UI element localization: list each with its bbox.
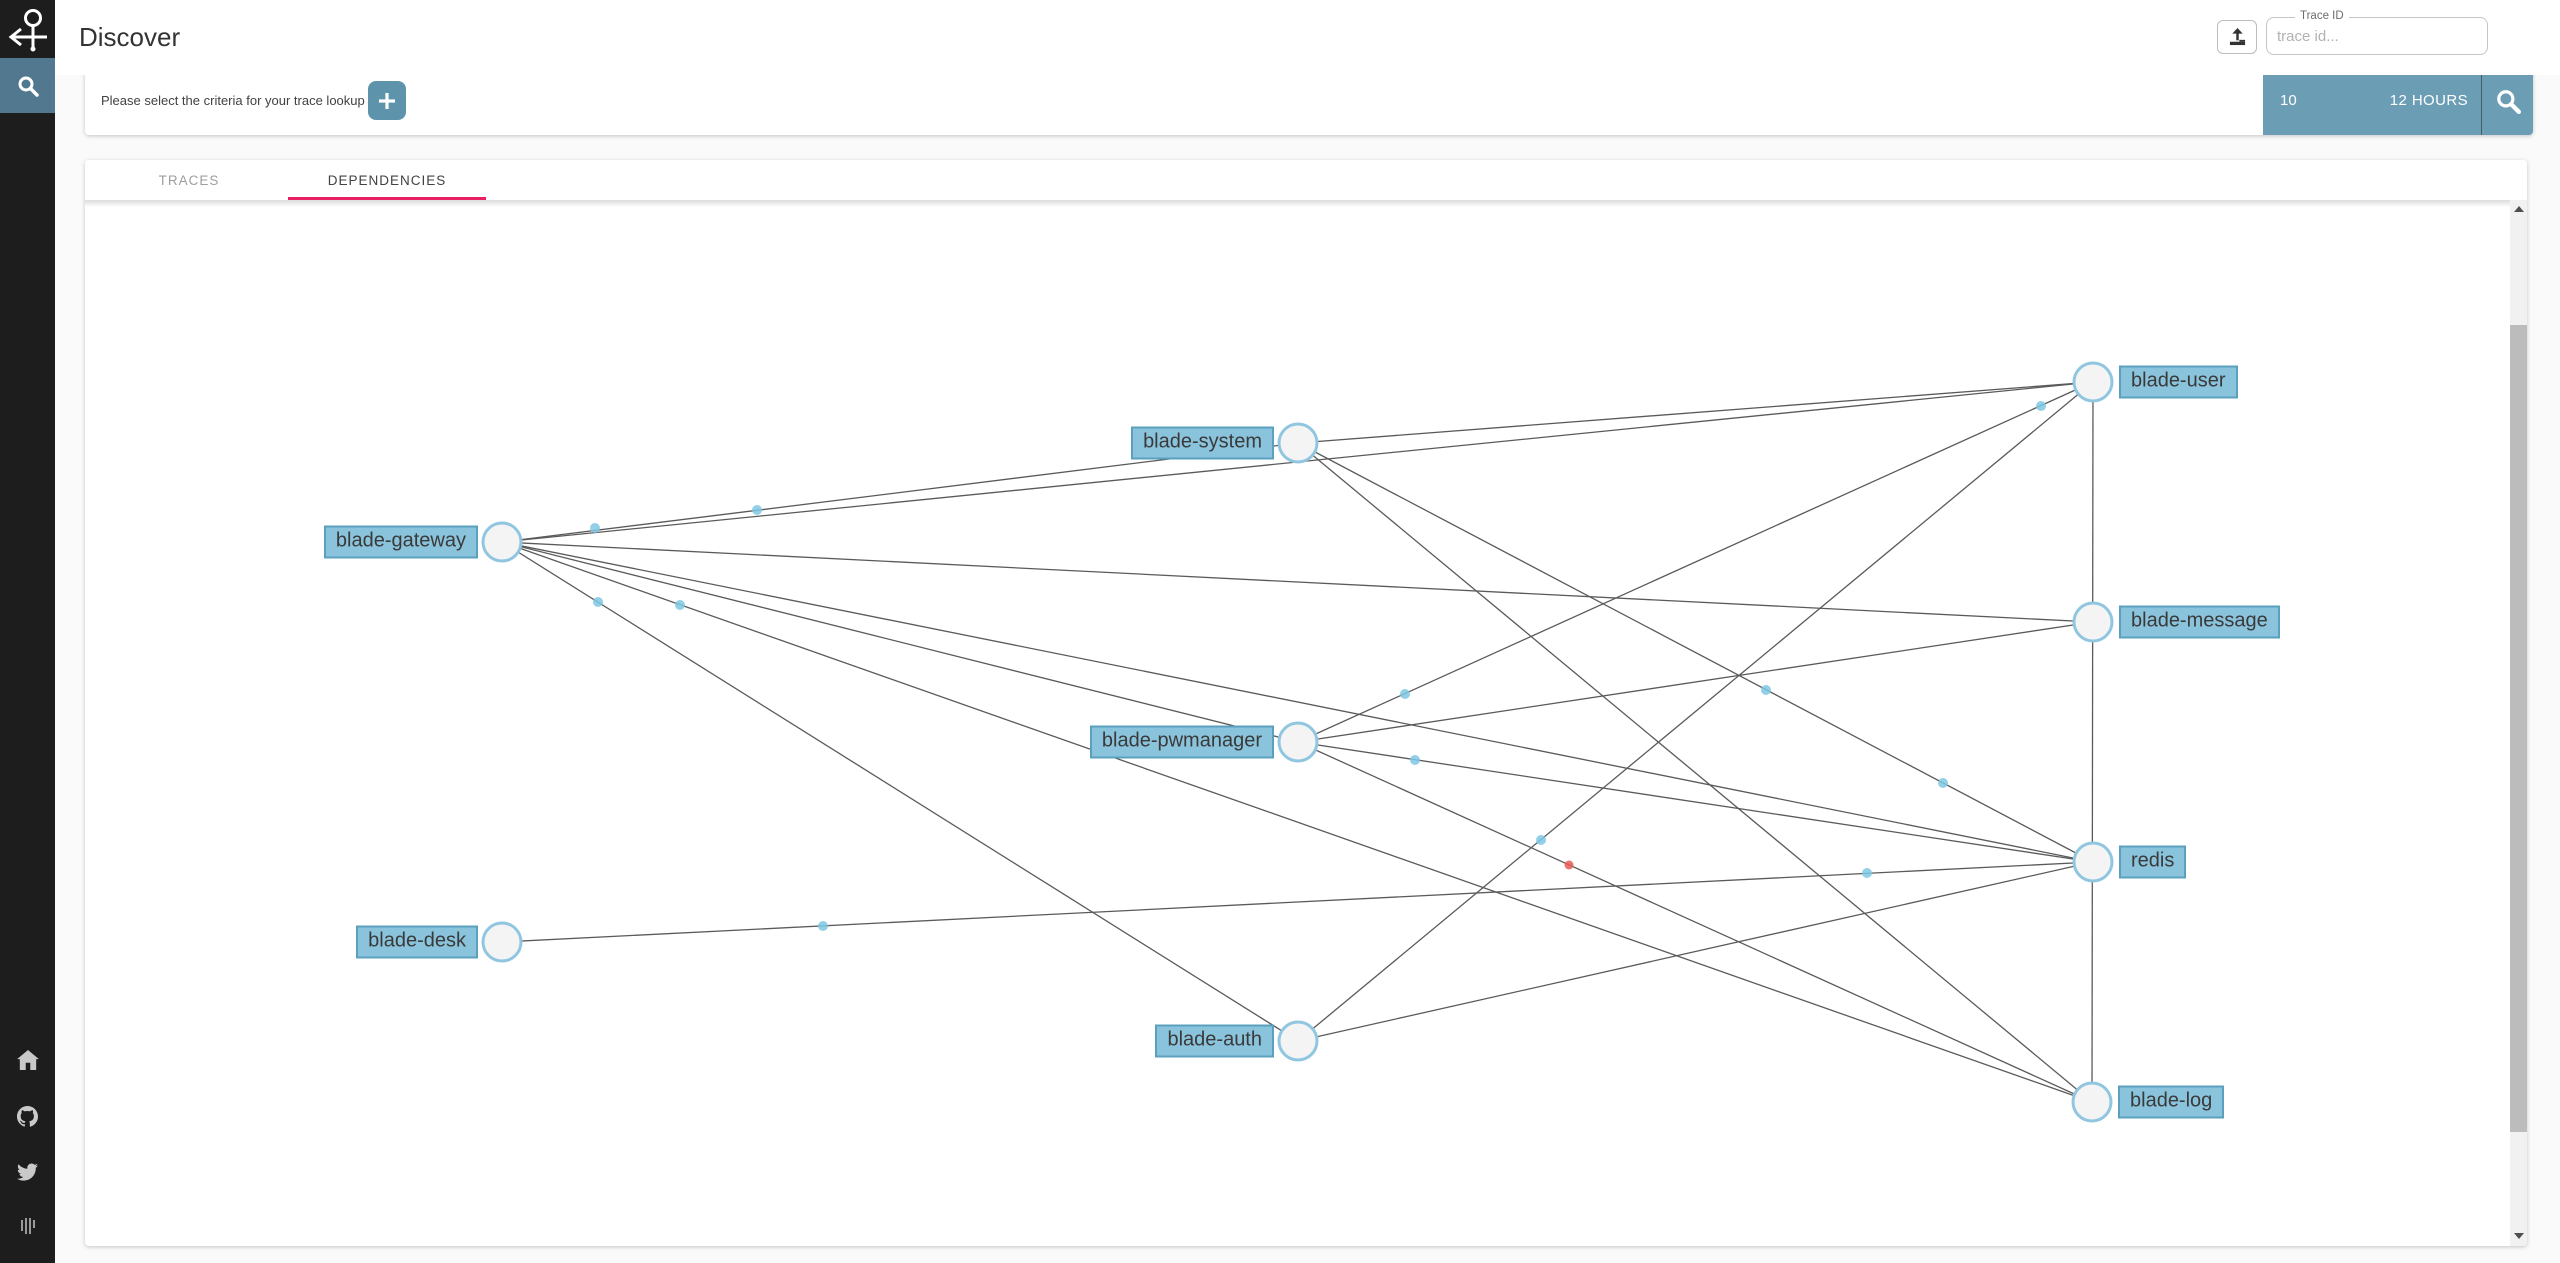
traffic-particle-blue (752, 505, 762, 515)
edge-auth-redis (1297, 861, 2094, 1042)
vertical-scrollbar[interactable] (2510, 200, 2527, 1246)
edge-gateway-auth (501, 541, 1299, 1042)
sidebar-item-search[interactable] (0, 58, 55, 113)
node-label-system[interactable]: blade-system (1131, 426, 1274, 460)
header-actions: Trace ID (2217, 10, 2488, 55)
result-limit[interactable]: 10 (2280, 92, 2297, 109)
traffic-particle-blue (1761, 685, 1771, 695)
node-label-redis[interactable]: redis (2119, 845, 2187, 879)
edge-gateway-system (501, 442, 1299, 543)
traffic-particle-blue (1938, 778, 1948, 788)
scrollbar-thumb[interactable] (2510, 325, 2527, 1132)
node-label-message[interactable]: blade-message (2119, 605, 2280, 639)
dependency-graph: blade-gateway blade-desk blade-system blade… (85, 200, 2527, 1246)
add-criteria-button[interactable] (367, 81, 406, 120)
edge-pwmanager-message (1297, 621, 2094, 743)
node-circle-gateway[interactable] (481, 521, 523, 563)
header: Discover Trace ID (55, 0, 2560, 75)
search-criteria-area[interactable]: Please select the criteria for your trac… (85, 66, 2263, 135)
home-icon[interactable] (14, 1046, 42, 1074)
traffic-particle-blue (1400, 689, 1410, 699)
edge-auth-user (1297, 381, 2094, 1042)
trace-id-input[interactable] (2277, 21, 2477, 51)
lookback-select[interactable]: 12 HOURS (2389, 92, 2468, 109)
node-label-log[interactable]: blade-log (2118, 1085, 2225, 1119)
edge-gateway-message (501, 541, 2094, 623)
node-circle-log[interactable] (2071, 1081, 2113, 1123)
tab-dependencies[interactable]: DEPENDENCIES (288, 160, 486, 200)
edge-desk-redis (501, 861, 2094, 943)
trace-id-field: Trace ID (2266, 10, 2488, 55)
github-icon[interactable] (14, 1102, 42, 1130)
node-label-auth[interactable]: blade-auth (1155, 1024, 1274, 1058)
upload-icon (2229, 28, 2245, 46)
node-label-user[interactable]: blade-user (2119, 365, 2238, 399)
node-circle-desk[interactable] (481, 921, 523, 963)
traffic-particle-blue (675, 600, 685, 610)
traffic-particle-blue (590, 523, 600, 533)
node-label-gateway[interactable]: blade-gateway (323, 525, 478, 559)
traffic-particle-blue (818, 921, 828, 931)
edge-gateway-pwmanager (501, 541, 1299, 743)
divider (2481, 66, 2482, 135)
search-hint-text: Please select the criteria for your trac… (101, 93, 365, 108)
node-circle-system[interactable] (1277, 422, 1319, 464)
edge-gateway-log (501, 541, 2093, 1103)
search-icon (18, 76, 39, 97)
plus-icon (378, 92, 395, 109)
edge-pwmanager-log (1297, 741, 2093, 1103)
scroll-up-arrow[interactable] (2510, 200, 2527, 217)
node-circle-pwmanager[interactable] (1277, 721, 1319, 763)
zipkin-logo[interactable] (0, 0, 55, 58)
traffic-particle-blue (593, 597, 603, 607)
node-circle-auth[interactable] (1277, 1020, 1319, 1062)
scroll-down-arrow[interactable] (2510, 1227, 2527, 1244)
traffic-particle-blue (1862, 868, 1872, 878)
edge-user-log (2091, 381, 2094, 1103)
traffic-particle-blue (1536, 835, 1546, 845)
tab-traces[interactable]: TRACES (158, 172, 220, 188)
node-label-pwmanager[interactable]: blade-pwmanager (1089, 725, 1274, 759)
upload-trace-button[interactable] (2217, 20, 2257, 54)
tabs: TRACES DEPENDENCIES (85, 160, 2527, 200)
search-settings: 10 12 HOURS (2263, 66, 2533, 135)
gitter-icon[interactable] (14, 1214, 42, 1242)
edge-pwmanager-redis (1297, 741, 2094, 863)
traffic-particle-red (1564, 860, 1574, 870)
dependency-graph-canvas (481, 361, 2114, 1123)
traffic-particle-blue (2036, 401, 2046, 411)
trace-id-label: Trace ID (2295, 10, 2349, 22)
search-button[interactable] (2482, 66, 2533, 135)
edge-system-log (1297, 442, 2093, 1103)
page-title: Discover (79, 22, 181, 52)
twitter-icon[interactable] (14, 1158, 42, 1186)
edge-system-user (1297, 381, 2094, 444)
results-card: TRACES DEPENDENCIES blade-gateway blade-d… (85, 160, 2527, 1246)
zipkin-logo-icon (8, 9, 47, 52)
edge-pwmanager-user (1297, 381, 2094, 743)
node-label-desk[interactable]: blade-desk (356, 925, 478, 959)
edge-gateway-redis (501, 541, 2094, 863)
sidebar-footer (0, 1046, 55, 1263)
edge-system-redis (1297, 442, 2094, 863)
sidebar (0, 0, 55, 1263)
node-circle-redis[interactable] (2072, 841, 2114, 883)
search-icon (2496, 89, 2521, 114)
search-bar: Please select the criteria for your trac… (85, 66, 2533, 135)
node-circle-message[interactable] (2072, 601, 2114, 643)
node-circle-user[interactable] (2072, 361, 2114, 403)
traffic-particle-blue (1410, 755, 1420, 765)
